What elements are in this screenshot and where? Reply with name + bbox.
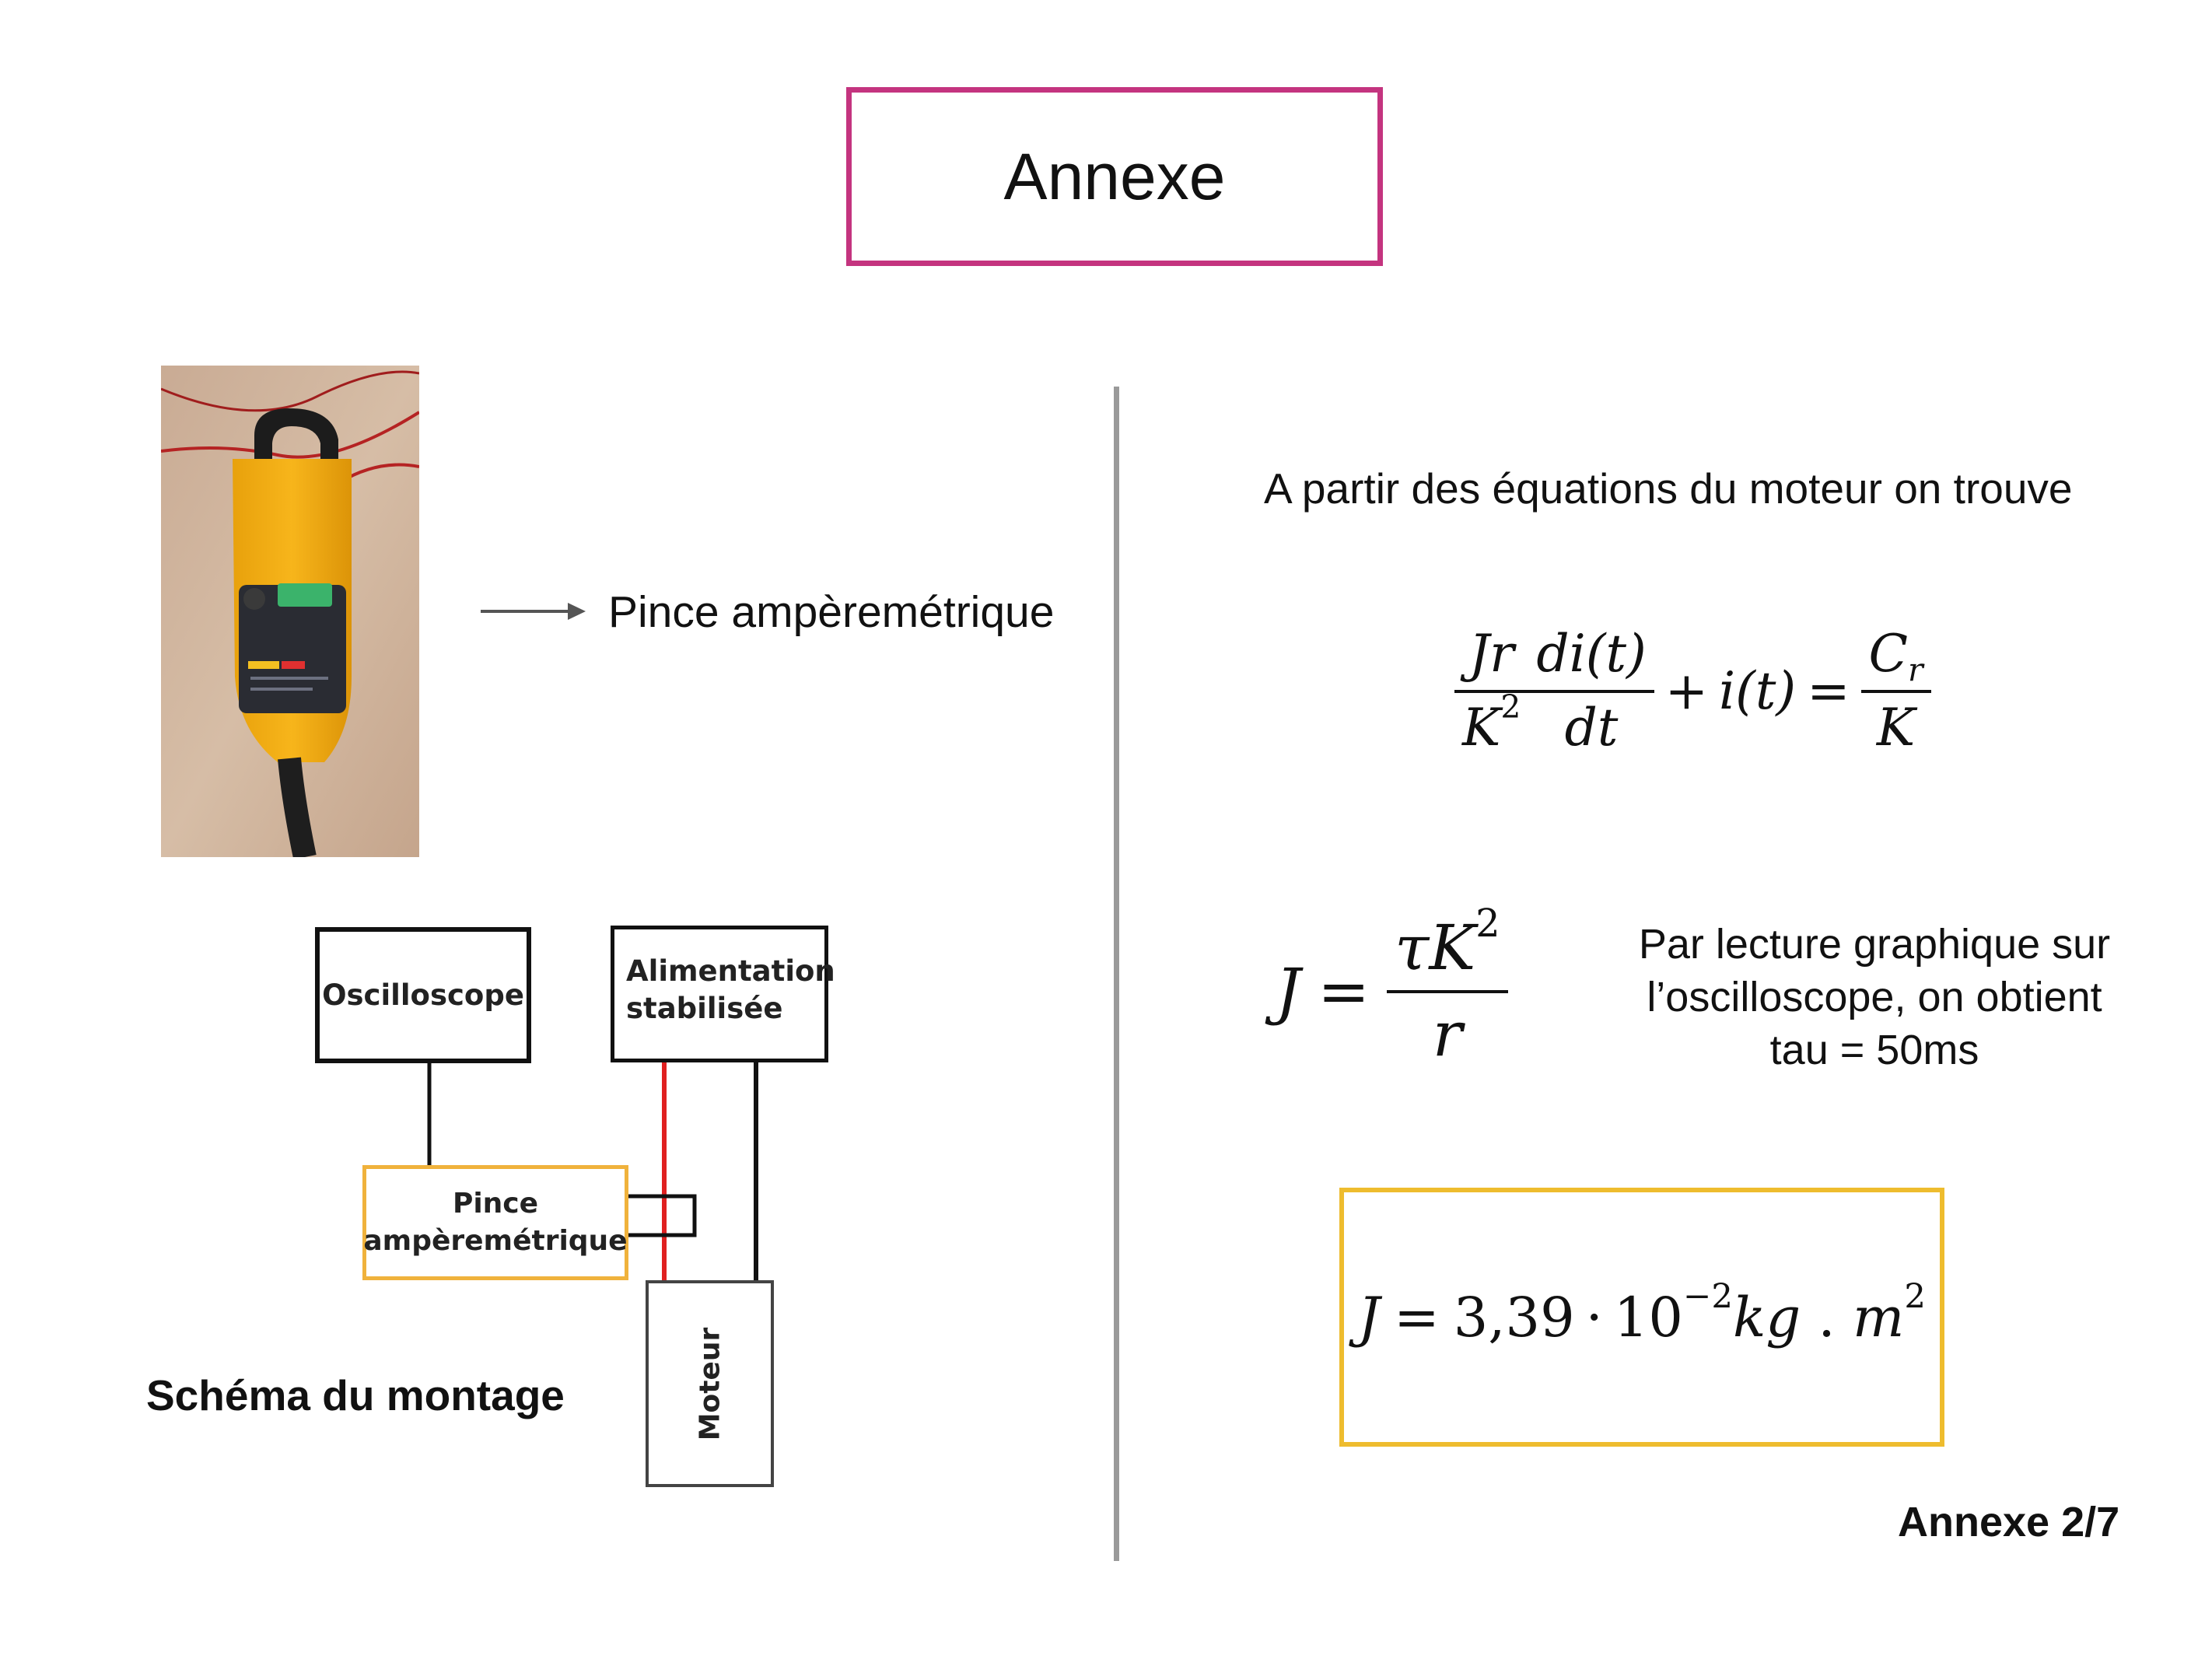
result-exponent: −2	[1682, 1276, 1733, 1316]
wiring-schematic: Oscilloscope Alimentation stabilisée Pin…	[140, 918, 856, 1509]
clamp-meter-label: Pince ampèremétrique	[608, 587, 1055, 637]
eq2-lhs: J	[1276, 954, 1301, 1027]
schematic-wires	[427, 1062, 758, 1280]
eq2-equals: =	[1318, 954, 1370, 1027]
fraction-cr-k: Cr K	[1860, 624, 1931, 758]
motor-box: Moteur	[646, 1280, 774, 1487]
result-value: 3,39	[1453, 1285, 1575, 1349]
eq1-plus: +	[1664, 660, 1709, 721]
power-supply-box: Alimentation stabilisée	[611, 926, 835, 1062]
eq1-den1-exp: 2	[1500, 688, 1521, 726]
eq1-num3: Cr	[1861, 624, 1931, 690]
eq1-num3-sub: r	[1908, 651, 1923, 689]
current-clamp-label-line1: Pince	[452, 1188, 539, 1220]
fraction-jr-k2: Jr K2	[1454, 624, 1529, 758]
eq1-den1: K2	[1454, 688, 1529, 758]
result-unit-kg: kg	[1732, 1285, 1801, 1349]
fraction-tauk2-r: τK2 r	[1387, 904, 1508, 1070]
current-clamp-box: Pince ampèremétrique	[362, 1165, 628, 1280]
eq1-num1: Jr	[1468, 624, 1514, 684]
eq2-num-exp: 2	[1475, 900, 1500, 946]
oscilloscope-box: Oscilloscope	[315, 927, 531, 1063]
graph-reading-note: Par lecture graphique sur l’oscilloscope…	[1602, 918, 2147, 1076]
reading-line3: tau = 50ms	[1769, 1027, 1979, 1073]
fraction-didt: di(t) dt	[1528, 624, 1654, 758]
power-supply-label-line1: Alimentation	[626, 954, 835, 988]
result-unit-sep: .	[1801, 1285, 1853, 1349]
result-lhs: J	[1358, 1285, 1381, 1349]
clamp-meter-image	[161, 366, 419, 857]
clamp-jaw	[628, 1194, 697, 1237]
eq2-num: τK2	[1387, 904, 1508, 990]
eq1-num3-base: C	[1868, 624, 1909, 684]
reading-line2: l’oscilloscope, on obtient	[1647, 974, 2102, 1020]
power-supply-label-line2: stabilisée	[626, 992, 783, 1025]
page-number: Annexe 2/7	[1898, 1499, 2120, 1545]
motor-equation: Jr K2 di(t) dt + i(t) = Cr K	[1454, 624, 1931, 758]
eq1-num2: di(t)	[1536, 624, 1647, 684]
eq2-den: r	[1387, 990, 1508, 1070]
result-base: 10	[1613, 1285, 1683, 1349]
oscilloscope-label: Oscilloscope	[322, 978, 524, 1012]
eq1-term: i(t)	[1719, 660, 1797, 721]
eq1-den2: dt	[1528, 690, 1654, 758]
schematic-caption: Schéma du montage	[146, 1371, 565, 1419]
eq1-den1-base: K	[1462, 698, 1501, 758]
reading-line1: Par lecture graphique sur	[1638, 921, 2111, 968]
column-divider	[1114, 387, 1119, 1561]
arrow-right-icon	[481, 603, 586, 620]
result-unit-m: m	[1852, 1285, 1905, 1349]
page-title: Annexe	[1003, 139, 1226, 213]
eq2-num-base: τK	[1395, 912, 1476, 984]
result-unit-exp: 2	[1904, 1276, 1926, 1316]
title-box: Annexe	[846, 87, 1383, 266]
eq1-den3: K	[1860, 690, 1931, 758]
result-equals: =	[1394, 1285, 1440, 1349]
clamp-meter-photo	[161, 366, 419, 857]
eq1-equals: =	[1807, 660, 1850, 721]
result-dot: ·	[1585, 1285, 1603, 1349]
inertia-formula: J = τK2 r	[1276, 904, 1508, 1070]
current-clamp-label-line2: ampèremétrique	[363, 1225, 628, 1257]
intro-text: A partir des équations du moteur on trou…	[1264, 464, 2073, 513]
inertia-result: J=3,39·10−2kg . m2	[1358, 1279, 1926, 1349]
result-box: J=3,39·10−2kg . m2	[1339, 1188, 1944, 1447]
motor-label: Moteur	[693, 1327, 726, 1440]
